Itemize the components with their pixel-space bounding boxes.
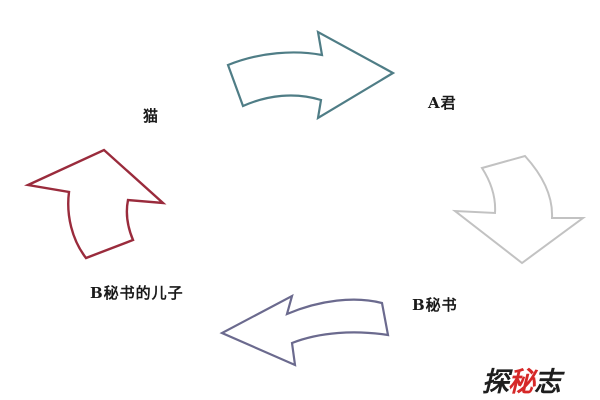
watermark-text: 探秘志 — [482, 360, 561, 399]
node-a-jun: A君 — [428, 94, 457, 112]
arrow-b-to-bson — [219, 293, 390, 367]
node-b-secretary: B秘书 — [412, 296, 458, 314]
node-cat: 猫 — [143, 107, 160, 125]
watermark-char-1: 探 — [482, 366, 509, 398]
site-watermark-logo: 探秘志 — [478, 360, 564, 399]
arrow-cat-to-a — [226, 29, 396, 121]
watermark-char-accent: 秘 — [508, 366, 535, 398]
node-b-secretary-son: B秘书的儿子 — [90, 284, 184, 302]
arrow-a-to-b — [451, 154, 587, 265]
arrow-bson-to-cat — [23, 148, 167, 260]
watermark-char-3: 志 — [534, 366, 561, 398]
